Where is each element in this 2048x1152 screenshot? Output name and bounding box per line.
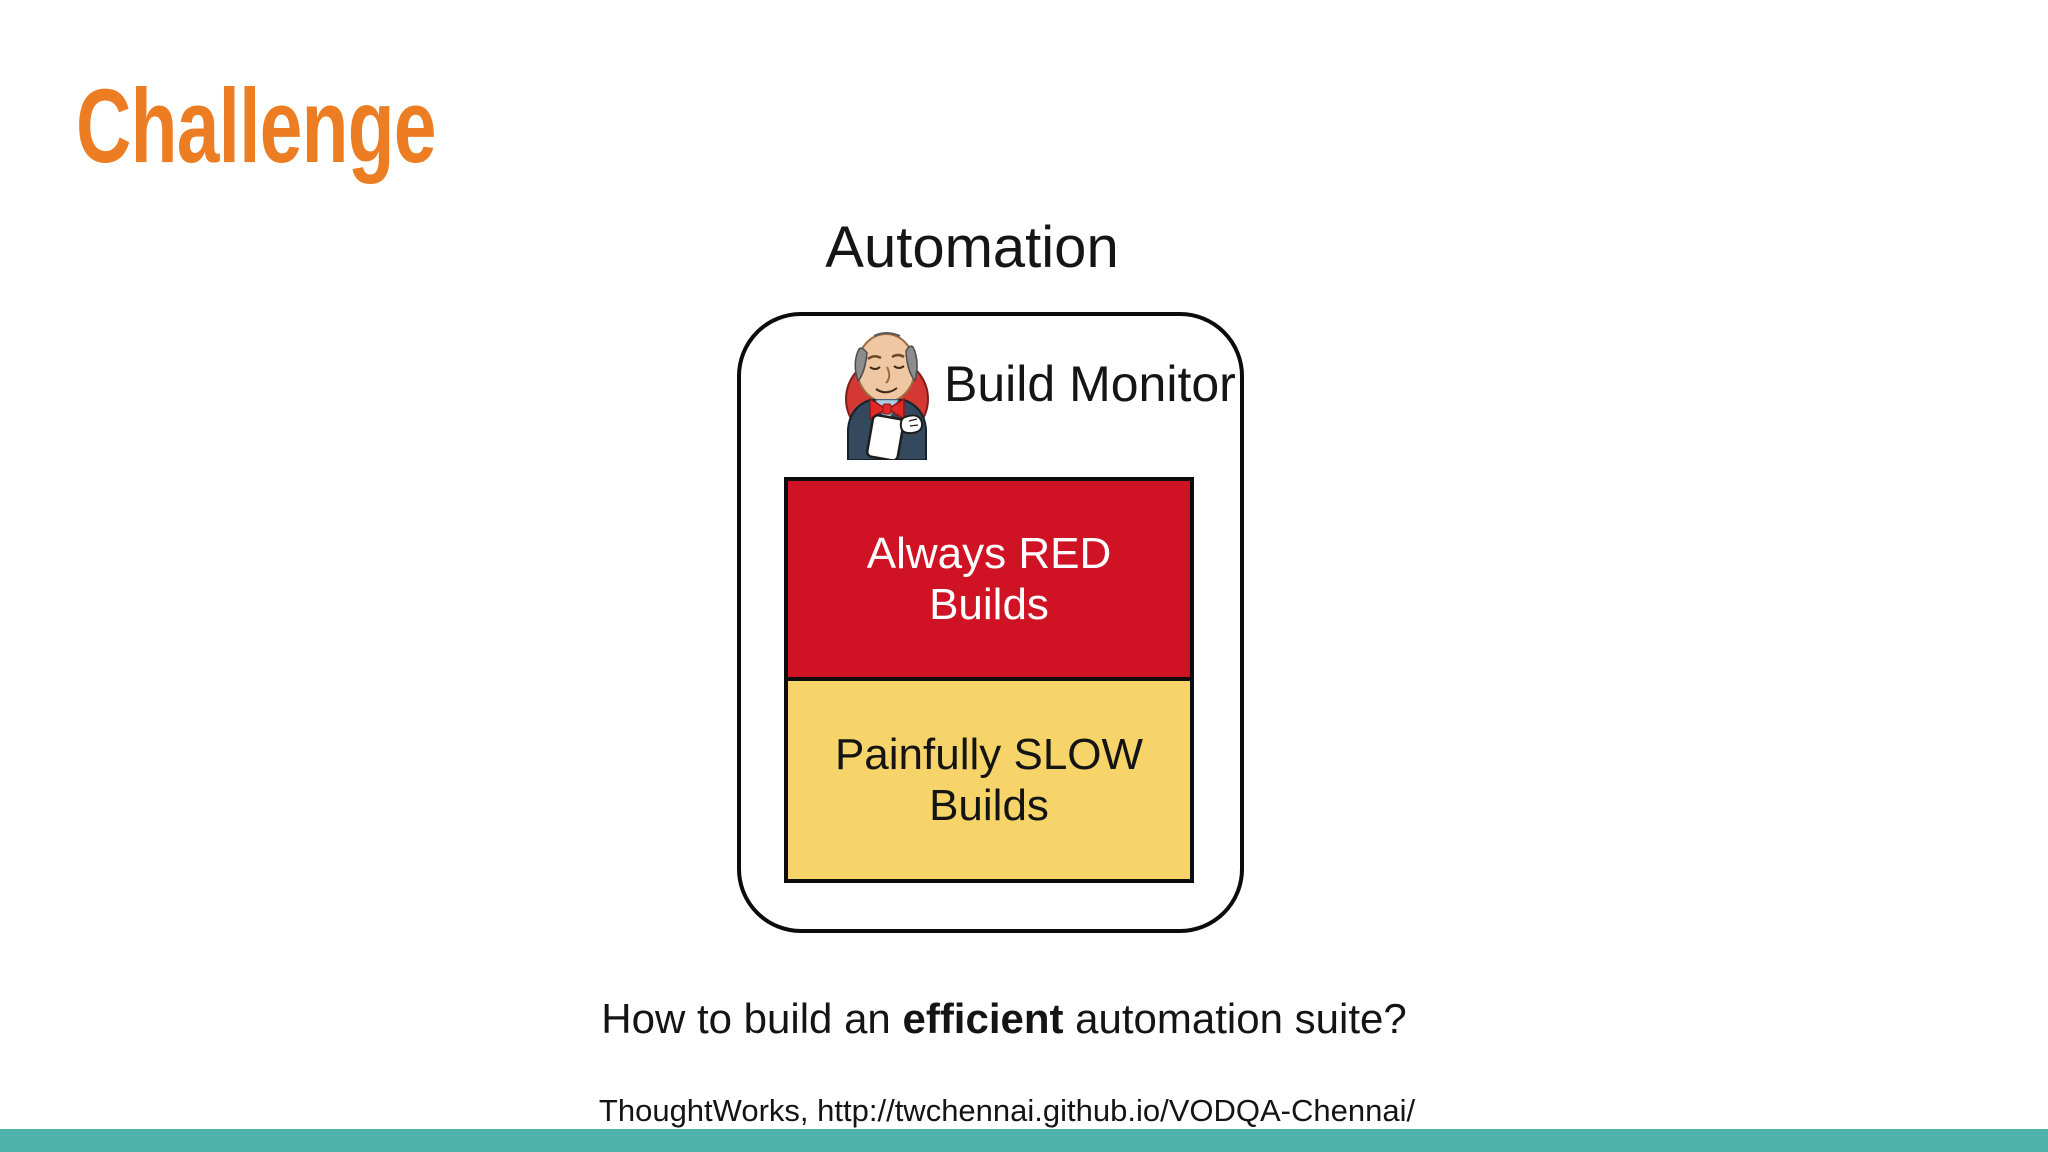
question-suffix: automation suite? <box>1063 995 1407 1042</box>
slide-title: Challenge <box>76 68 436 185</box>
red-box-line-1: Always RED <box>866 528 1112 578</box>
always-red-builds-box: Always RED Builds <box>784 477 1194 681</box>
bottom-accent-bar <box>0 1129 2048 1152</box>
footer-credit: ThoughtWorks, http://twchennai.github.io… <box>598 1093 1416 1128</box>
build-monitor-label: Build Monitor <box>944 355 1236 412</box>
build-monitor-container: Build Monitor Always RED Builds Painfull… <box>737 312 1244 933</box>
question-emphasis: efficient <box>902 995 1064 1042</box>
yellow-box-line-1: Painfully SLOW <box>834 729 1144 779</box>
question-text: How to build an efficient automation sui… <box>601 995 1407 1042</box>
painfully-slow-builds-box: Painfully SLOW Builds <box>784 677 1194 883</box>
jenkins-icon <box>834 325 934 462</box>
red-box-line-2: Builds <box>929 580 1049 629</box>
automation-heading: Automation <box>825 215 1119 280</box>
question-prefix: How to build an <box>601 995 903 1042</box>
yellow-box-line-2: Builds <box>929 781 1049 830</box>
build-monitor-header: Build Monitor <box>834 325 1236 462</box>
